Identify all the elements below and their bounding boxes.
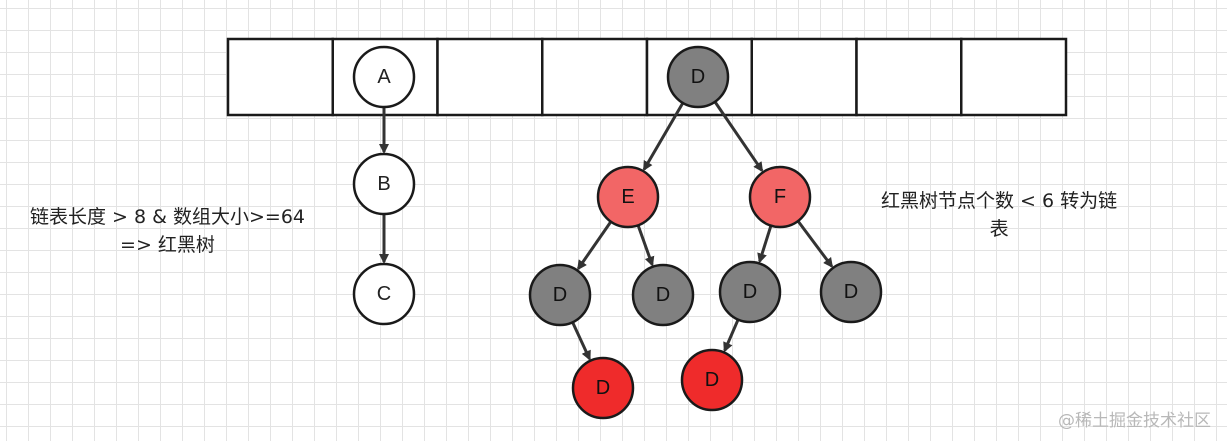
- node-a: A: [352, 45, 416, 109]
- node-label: D: [656, 284, 670, 306]
- node-circle: [819, 260, 883, 324]
- node-label: F: [774, 186, 786, 208]
- node-label: D: [596, 377, 610, 399]
- node-d-e-right: D: [631, 263, 695, 327]
- node-d-e-left: D: [528, 263, 592, 327]
- edge-arrow: [577, 220, 613, 271]
- node-circle: [748, 165, 812, 229]
- node-d-root: D: [666, 45, 730, 109]
- bucket-cell: [750, 37, 858, 117]
- untreeify-condition-line1: 红黑树节点个数 < 6 转为链: [881, 190, 1118, 212]
- edge-arrow: [642, 102, 685, 172]
- edge-arrow: [757, 225, 773, 264]
- node-label: A: [377, 66, 391, 88]
- node-d-red-2: D: [680, 348, 744, 412]
- node-circle: [666, 45, 730, 109]
- node-d-red-1: D: [571, 356, 635, 420]
- node-d-f-right: D: [819, 260, 883, 324]
- edge-arrow: [636, 224, 655, 267]
- bucket-cell: [855, 37, 963, 117]
- node-circle: [528, 263, 592, 327]
- bucket-cell: [960, 37, 1068, 117]
- watermark: @稀土掘金技术社区: [1058, 411, 1211, 431]
- node-label: C: [377, 283, 391, 305]
- bucket-cell: [541, 37, 649, 117]
- bucket-array: [226, 37, 1068, 117]
- node-circle: [680, 348, 744, 412]
- node-circle: [631, 263, 695, 327]
- node-circle: [352, 262, 416, 326]
- node-circle: [352, 152, 416, 216]
- edges-layer: [379, 100, 834, 361]
- edge-arrow: [713, 100, 764, 173]
- node-label: D: [705, 369, 719, 391]
- node-label: D: [743, 281, 757, 303]
- bucket-cell: [436, 37, 544, 117]
- edge-arrow: [796, 220, 834, 268]
- node-e: E: [596, 165, 660, 229]
- node-label: B: [377, 173, 390, 195]
- edge-arrow: [723, 318, 740, 353]
- node-d-f-left: D: [718, 260, 782, 324]
- node-circle: [352, 45, 416, 109]
- node-label: E: [621, 186, 634, 208]
- edge-arrow: [571, 321, 591, 361]
- treeify-condition-note: 链表长度 > 8 & 数组大小>=64 => 红黑树: [30, 203, 305, 259]
- node-f: F: [748, 165, 812, 229]
- node-circle: [718, 260, 782, 324]
- nodes-layer: A B C D E F D D D D D D: [352, 45, 883, 420]
- treeify-condition-line1: 链表长度 > 8 & 数组大小>=64: [30, 206, 305, 228]
- node-label: D: [844, 281, 858, 303]
- bucket-cell: [226, 37, 334, 117]
- treeify-condition-line2: => 红黑树: [120, 234, 215, 256]
- untreeify-condition-line2: 表: [989, 218, 1009, 240]
- node-label: D: [691, 66, 705, 88]
- node-c: C: [352, 262, 416, 326]
- node-circle: [571, 356, 635, 420]
- node-label: D: [553, 284, 567, 306]
- node-b: B: [352, 152, 416, 216]
- node-circle: [596, 165, 660, 229]
- untreeify-condition-note: 红黑树节点个数 < 6 转为链 表: [881, 187, 1117, 243]
